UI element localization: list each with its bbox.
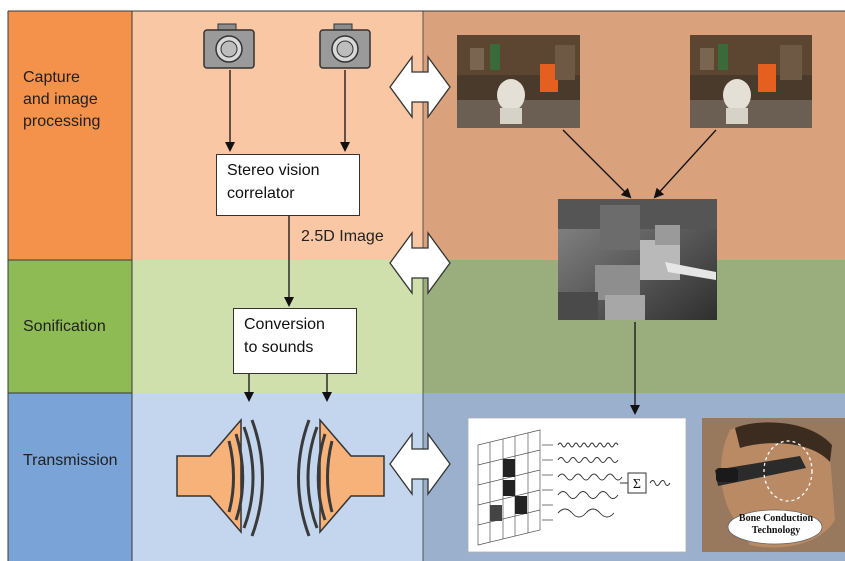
row-capture-label-bg xyxy=(8,11,132,260)
stereo-photo-left xyxy=(457,35,580,128)
flow-arrows-right xyxy=(562,129,717,415)
stereo-photo-right xyxy=(690,35,812,128)
mapping-arrows xyxy=(542,444,553,521)
camera-icon xyxy=(203,23,255,69)
arrow-photo-left-to-disparity xyxy=(562,129,632,199)
row-sonification xyxy=(8,260,845,393)
row-label-capture: Capture and image processing xyxy=(23,69,101,130)
double-arrow-icon xyxy=(389,432,451,496)
stereo-vision-correlator-box: Stereo vision correlator xyxy=(216,154,360,216)
sound-matrix-illustration: Σ xyxy=(467,417,687,553)
conversion-to-sounds-box: Conversion to sounds xyxy=(233,308,357,374)
arrow-photo-right-to-disparity xyxy=(653,129,717,199)
row-capture-left-bg xyxy=(132,11,423,260)
bone-conduction-photo: Bone Conduction Technology xyxy=(702,418,845,552)
grid-lines xyxy=(7,10,845,561)
row-label-transmission: Transmission xyxy=(23,452,118,469)
camera-icon xyxy=(319,23,371,69)
sigma-symbol: Σ xyxy=(633,477,641,492)
row-label-sonification: Sonification xyxy=(23,318,106,335)
output-wave xyxy=(649,480,671,486)
flow-arrows-left xyxy=(225,70,350,402)
row-transmission-label-bg xyxy=(8,393,132,561)
bone-conduction-caption: Bone Conduction Technology xyxy=(738,513,814,536)
waveforms xyxy=(557,442,623,518)
speaker-left-icon xyxy=(176,417,264,537)
disparity-map xyxy=(558,199,717,320)
speaker-right-icon xyxy=(297,417,385,537)
pixel-grid xyxy=(477,429,541,546)
row-sonification-label-bg xyxy=(8,260,132,393)
double-arrow-icon xyxy=(389,55,451,119)
sigma-box xyxy=(627,472,647,494)
double-arrow-icon xyxy=(389,231,451,295)
edge-label-2.5d-image: 2.5D Image xyxy=(301,228,384,245)
